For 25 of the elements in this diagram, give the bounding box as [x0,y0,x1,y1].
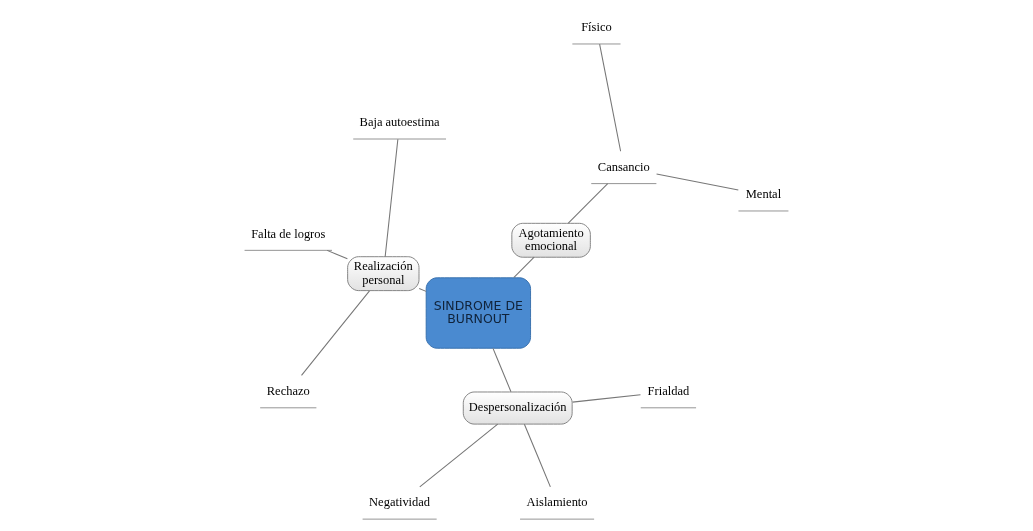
node-text: Físico [581,20,612,35]
node-text: Falta de logros [251,226,326,241]
node-text: Aislamiento [526,495,588,510]
node-text: Cansancio [597,159,650,174]
node-text: Frialdad [647,384,690,399]
connector [599,43,622,152]
node-text: Negatividad [369,495,431,510]
node-box: Agotamiento emocional [511,222,591,258]
connector [567,183,609,224]
node-text: Mental [745,187,782,202]
connector [523,423,551,488]
connector [492,347,512,393]
node-text: Baja autoestima [359,115,440,130]
connector [300,290,371,376]
connector [419,423,499,488]
connector [326,249,348,260]
node-box: Realización personal [347,256,420,292]
connector [656,173,739,191]
connector [572,394,641,403]
node-box: SINDROME DE BURNOUT [425,277,531,349]
node-box: Despersonalización [462,391,573,425]
connector [418,287,427,292]
connector [513,256,535,279]
node-text: Rechazo [266,384,310,399]
connector [384,138,399,258]
